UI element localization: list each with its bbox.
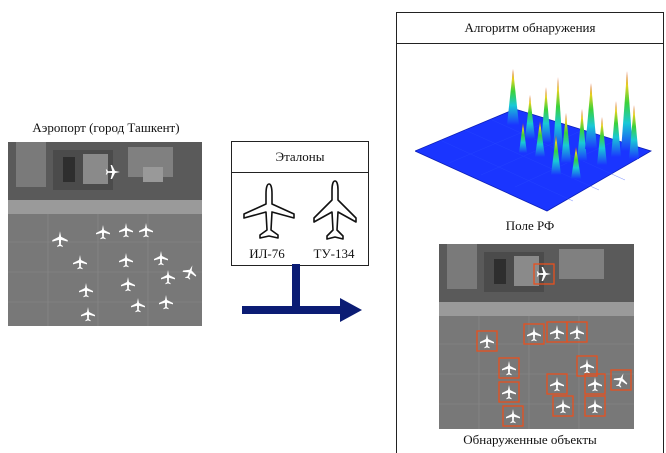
detection-algorithm-panel: Алгоритм обнаружения <box>396 12 664 453</box>
reference-label-tu134: ТУ-134 <box>313 246 355 261</box>
plane-il76-icon <box>243 183 295 239</box>
detected-objects-label: Обнаруженные объекты <box>463 432 597 447</box>
reference-label-il76: ИЛ-76 <box>249 246 285 261</box>
flow-arrow <box>242 264 362 322</box>
source-image-title: Аэропорт (город Ташкент) <box>32 120 180 135</box>
detected-objects-image <box>439 244 634 429</box>
algorithm-title: Алгоритм обнаружения <box>397 13 663 44</box>
correlation-field-surface <box>415 69 652 212</box>
airport-source-image <box>8 142 202 326</box>
plane-tu134-icon <box>313 180 357 240</box>
reference-templates-box: Эталоны ИЛ-76 ТУ-134 <box>231 141 369 266</box>
rf-field-label: Поле РФ <box>505 218 555 233</box>
reference-templates-title: Эталоны <box>232 142 368 173</box>
